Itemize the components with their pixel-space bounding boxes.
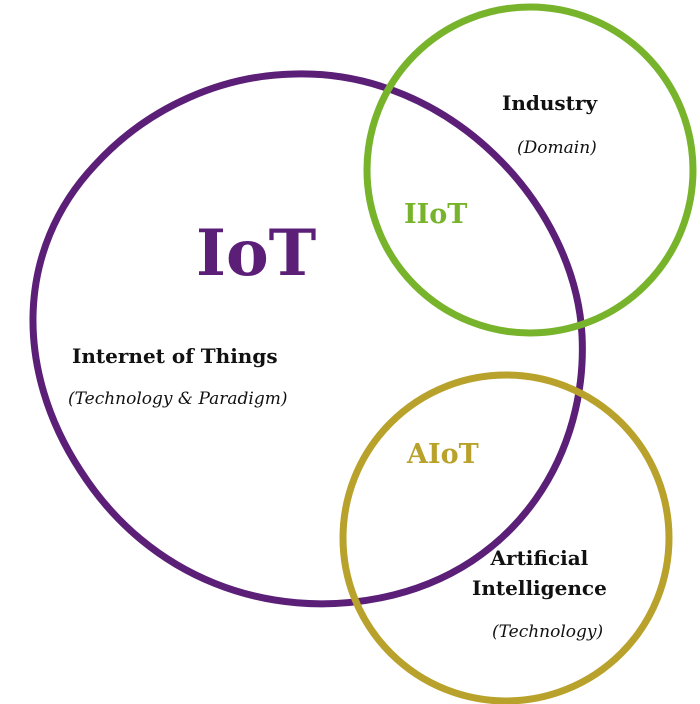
ai-label: Artificial Intelligence (472, 543, 607, 603)
iot-ellipse (29, 70, 586, 608)
ai-label-line-2: Intelligence (472, 576, 607, 600)
iot-full-name: Internet of Things (72, 344, 278, 368)
ai-description: (Technology) (492, 622, 604, 642)
ai-label-line-1: Artificial (490, 546, 589, 570)
ai-circle (339, 371, 673, 704)
iot-abbreviation: IoT (196, 216, 317, 291)
industry-circle (363, 3, 697, 337)
aiot-label: AIoT (407, 439, 479, 470)
industry-label: Industry (502, 91, 598, 115)
iot-description: (Technology & Paradigm) (68, 389, 288, 409)
iiot-label: IIoT (404, 199, 468, 230)
industry-description: (Domain) (517, 138, 597, 158)
